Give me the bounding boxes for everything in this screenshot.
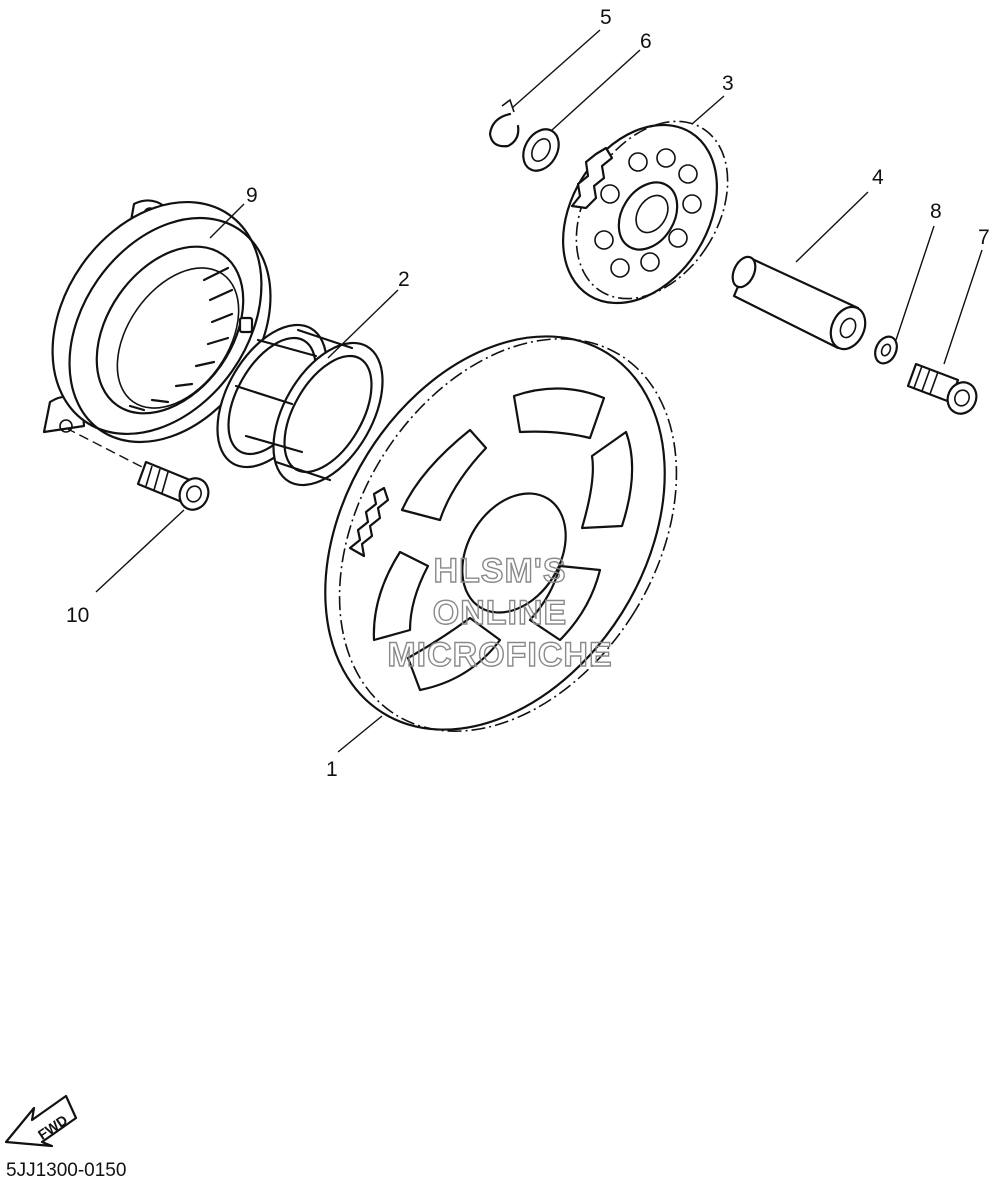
leader-lines <box>95 29 983 753</box>
callout-7: 7 <box>978 226 990 249</box>
part-10-bolt <box>65 427 210 511</box>
diagram-code: 5JJ1300-0150 <box>6 1160 127 1181</box>
callout-9: 9 <box>246 184 258 207</box>
part-8-washer <box>874 335 898 365</box>
part-2-roller-cage <box>216 323 384 487</box>
callout-1: 1 <box>326 758 338 781</box>
callout-3: 3 <box>722 72 734 95</box>
callout-labels: 1 2 3 4 5 6 7 8 9 10 <box>66 6 990 781</box>
part-7-bolt <box>906 362 978 415</box>
watermark-line-3: MICROFICHE <box>387 636 612 674</box>
callout-5: 5 <box>600 6 612 29</box>
callout-6: 6 <box>640 30 652 53</box>
watermark-line-1: HLSM'S <box>433 552 566 590</box>
forward-direction-arrow: FWD <box>4 1094 78 1148</box>
callout-4: 4 <box>872 166 884 189</box>
callout-10: 10 <box>66 604 89 627</box>
watermark: HLSM'S ONLINE MICROFICHE <box>387 551 613 674</box>
callout-2: 2 <box>398 268 410 291</box>
part-1-starter-wheel-gear <box>324 335 678 732</box>
part-3-idler-gear <box>562 120 729 305</box>
part-6-washer <box>522 128 560 172</box>
watermark-line-2: ONLINE <box>433 594 567 632</box>
part-4-shaft <box>731 255 867 351</box>
callout-8: 8 <box>930 200 942 223</box>
